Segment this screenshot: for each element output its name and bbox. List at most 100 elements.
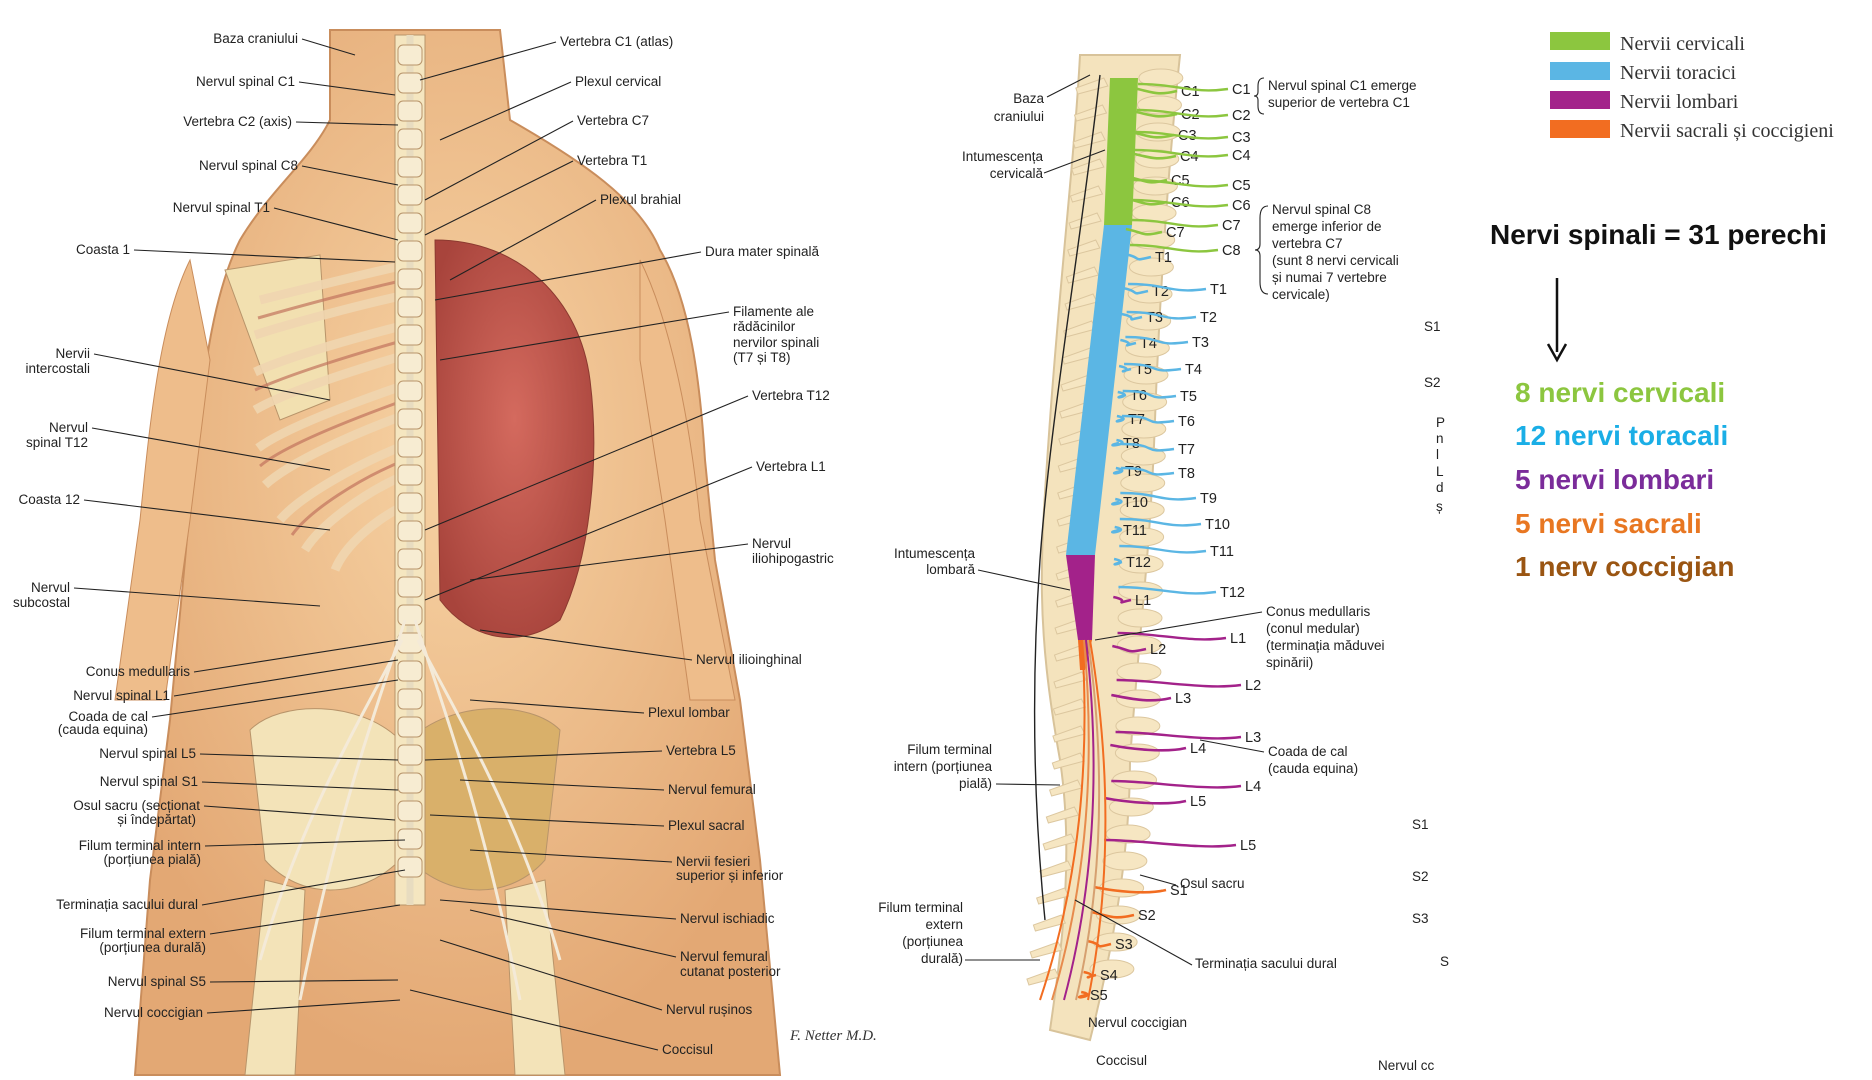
left-figure-label: nervilor spinali bbox=[733, 335, 819, 350]
vertebra bbox=[397, 72, 423, 94]
nerve-root bbox=[1117, 631, 1227, 641]
legend-label-lumbar: Nervii lombari bbox=[1620, 91, 1739, 113]
level-label: C3 bbox=[1232, 130, 1251, 146]
dural-sac-outline bbox=[1033, 74, 1101, 921]
count-coccygeal: 1 nerv coccigian bbox=[1515, 551, 1734, 582]
left-figure-label: Plexul sacral bbox=[668, 818, 745, 833]
vertebra bbox=[397, 156, 423, 178]
level-label: S5 bbox=[1090, 988, 1108, 1004]
spinous-process bbox=[1042, 833, 1076, 851]
left-figure-label: Vertebra C1 (atlas) bbox=[560, 34, 673, 49]
vertebra bbox=[397, 464, 423, 486]
nerve-root bbox=[1130, 130, 1175, 139]
leader-line bbox=[419, 41, 557, 81]
level-label: S2 bbox=[1138, 908, 1156, 924]
leader-line bbox=[409, 989, 659, 1051]
left-figure-label: Conus medullaris bbox=[86, 664, 191, 679]
vertebra bbox=[397, 716, 423, 738]
level-label: T1 bbox=[1155, 250, 1172, 266]
middle-figure-label: Nervul coccigian bbox=[1088, 1015, 1187, 1030]
spinous-process bbox=[1032, 914, 1067, 932]
legend: Nervii cervicali Nervii toracici Nervii … bbox=[1550, 32, 1834, 142]
cord-lumbar bbox=[1066, 555, 1095, 640]
leader-line bbox=[439, 81, 572, 141]
vertebra-body bbox=[1102, 851, 1148, 871]
middle-figure-label: Baza bbox=[1013, 91, 1044, 106]
middle-figure-label: emerge inferior de bbox=[1272, 219, 1382, 234]
nerve-root bbox=[1117, 390, 1127, 399]
leader-line bbox=[83, 499, 331, 531]
count-cervical: 8 nervi cervicali bbox=[1515, 377, 1725, 408]
left-figure-label: Nervul spinal L5 bbox=[99, 746, 196, 761]
nerve-root bbox=[1121, 414, 1175, 424]
left-figure-label: Nervul ischiadic bbox=[680, 911, 775, 926]
count-lumbar: 5 nervi lombari bbox=[1515, 464, 1714, 495]
spinous-process bbox=[1065, 266, 1100, 284]
brace-icon bbox=[1253, 77, 1265, 115]
left-figure-label: Nervul bbox=[31, 580, 70, 595]
nerve-root bbox=[1134, 148, 1229, 158]
rib-cage bbox=[252, 260, 408, 572]
nerve-root bbox=[1119, 517, 1202, 527]
left-figure-label: Terminația sacului dural bbox=[56, 897, 198, 912]
nerve-root bbox=[1129, 151, 1177, 160]
left-figure-label: Nervul femural bbox=[668, 782, 756, 797]
spinous-process bbox=[1073, 104, 1108, 122]
vertebra bbox=[397, 100, 423, 122]
leader-line bbox=[301, 165, 399, 186]
leader-line bbox=[469, 909, 677, 958]
level-label: C4 bbox=[1232, 148, 1251, 164]
leader-line bbox=[1199, 739, 1265, 753]
nerve-root bbox=[1113, 595, 1132, 604]
pelvis bbox=[249, 708, 401, 891]
nerve-root bbox=[1115, 414, 1125, 423]
nerve-root bbox=[1138, 82, 1229, 92]
level-label: C8 bbox=[1222, 243, 1241, 259]
middle-figure-label: (sunt 8 nervi cervicali bbox=[1272, 253, 1399, 268]
middle-figure-label: intern (porțiunea bbox=[894, 759, 993, 774]
left-figure-label: Osul sacru (secționat bbox=[73, 798, 200, 813]
middle-figure-label: (porțiunea bbox=[902, 934, 963, 949]
nerve-root bbox=[1111, 438, 1124, 447]
middle-figure-label: Conus medullaris bbox=[1266, 604, 1371, 619]
leader-line bbox=[439, 899, 677, 920]
vertebra bbox=[397, 604, 423, 626]
left-figure-right-labels: Vertebra C1 (atlas)Plexul cervicalVerteb… bbox=[409, 34, 834, 1057]
vertebra-body bbox=[1116, 662, 1162, 682]
left-figure-label: Plexul lombar bbox=[648, 705, 730, 720]
leader-line bbox=[173, 659, 399, 697]
leader-line bbox=[479, 629, 693, 661]
edge-text-fragment: Nervul cc bbox=[1378, 1058, 1435, 1073]
edge-text-fragment: ș bbox=[1436, 499, 1443, 514]
middle-figure-label: (conul medular) bbox=[1266, 621, 1360, 636]
level-label: L3 bbox=[1175, 691, 1191, 707]
middle-figure-label: Intumescența bbox=[962, 149, 1044, 164]
middle-figure-label: Filum terminal bbox=[878, 900, 963, 915]
nerve-root bbox=[1111, 497, 1123, 506]
nerve-root bbox=[1122, 389, 1177, 399]
leader-line bbox=[298, 81, 396, 96]
nerve-root bbox=[1090, 910, 1135, 919]
nerve-root bbox=[1111, 779, 1242, 789]
nerve-root bbox=[1120, 466, 1175, 476]
vertebra bbox=[397, 380, 423, 402]
left-figure-label: (porțiunea pială) bbox=[103, 852, 201, 867]
nerve-root bbox=[1128, 282, 1207, 292]
nerve-root bbox=[1131, 109, 1178, 118]
middle-figure-label: lombară bbox=[926, 562, 975, 577]
vertebra bbox=[397, 548, 423, 570]
left-figure-label: Nervul spinal S5 bbox=[108, 974, 206, 989]
spinous-process bbox=[1026, 968, 1060, 986]
left-figure-label: Coccisul bbox=[662, 1042, 713, 1057]
leader-line bbox=[193, 639, 399, 673]
leader-line bbox=[91, 427, 331, 471]
leader-line bbox=[133, 249, 396, 263]
level-label: T6 bbox=[1178, 414, 1195, 430]
nerve-root bbox=[1118, 585, 1217, 595]
left-figure-label: subcostal bbox=[13, 595, 70, 610]
level-label: T5 bbox=[1180, 389, 1197, 405]
level-label: T12 bbox=[1126, 555, 1151, 571]
nerve-root bbox=[1129, 243, 1219, 253]
leader-line bbox=[459, 779, 665, 791]
